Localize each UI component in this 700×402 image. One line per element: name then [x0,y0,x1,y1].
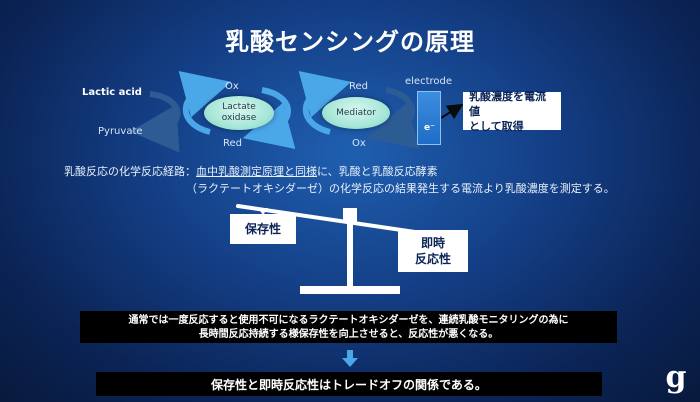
electrode-bar [417,91,441,145]
left-pan-triangle [258,208,268,215]
explanation-prefix: 乳酸反応の化学反応経路： [64,165,196,178]
mediator-right-arc [366,87,420,149]
pyruvate-label: Pyruvate [98,126,143,137]
note-box: 通常では一度反応すると使用不可になるラクテートオキシダーゼを、連続乳酸モニタリン… [80,311,617,343]
reactivity-line2: 反応性 [414,252,451,266]
result-box: 乳酸濃度を電流値 として取得 [463,89,561,133]
enzyme-red-label: Red [223,138,242,149]
mediator-ox-label: Ox [352,138,366,149]
mediator-red-label: Red [349,81,368,92]
electrode-label: electrode [405,76,453,87]
lactate-arc [130,91,181,153]
explanation-suffix: に、乳酸と乳酸反応酵素 [317,165,438,178]
down-arrow-icon [342,350,358,367]
mediator-ellipse: Mediator [322,97,390,129]
mediator-name: Mediator [336,107,376,118]
result-line1: 乳酸濃度を電流値 [469,89,546,118]
enzyme-ox-label: Ox [225,81,239,92]
enzyme-left-arc [178,71,232,135]
result-arrow [440,103,464,120]
enzyme-name-line1: Lactate [222,102,256,112]
explanation-line2: （ラクテートオキシダーゼ）の化学反応の結果発生する電流より乳酸濃度を測定する。 [186,182,615,195]
mediator-left-arc [298,71,352,135]
balance-base [300,286,400,294]
lactic-acid-label: Lactic acid [82,87,142,98]
explanation-underlined: 血中乳酸測定原理と同様 [196,165,317,178]
reactivity-line1: 即時 [420,236,445,250]
conclusion-box: 保存性と即時反応性はトレードオフの関係である。 [96,372,602,396]
preservation-box: 保存性 [230,214,296,244]
brand-logo: g [665,360,687,395]
conclusion-text: 保存性と即時反応性はトレードオフの関係である。 [211,377,487,392]
balance-post [347,212,353,290]
lactate-oxidase-ellipse: Lactate oxidase [204,96,274,130]
enzyme-name-line2: oxidase [221,113,257,123]
page-title: 乳酸センシングの原理 [225,28,475,56]
note-line2: 長時間反応持続する様保存性を向上させると、反応性が悪くなる。 [198,329,499,340]
electron-label: e⁻ [424,123,435,133]
reactivity-box: 即時 反応性 [398,230,468,272]
result-line2: として取得 [469,119,524,133]
note-line1: 通常では一度反応すると使用不可になるラクテートオキシダーゼを、連続乳酸モニタリン… [128,315,569,326]
explanation-line1: 乳酸反応の化学反応経路：血中乳酸測定原理と同様に、乳酸と乳酸反応酵素 [64,163,438,179]
preservation-label: 保存性 [244,222,281,236]
enzyme-right-arc [242,87,296,149]
